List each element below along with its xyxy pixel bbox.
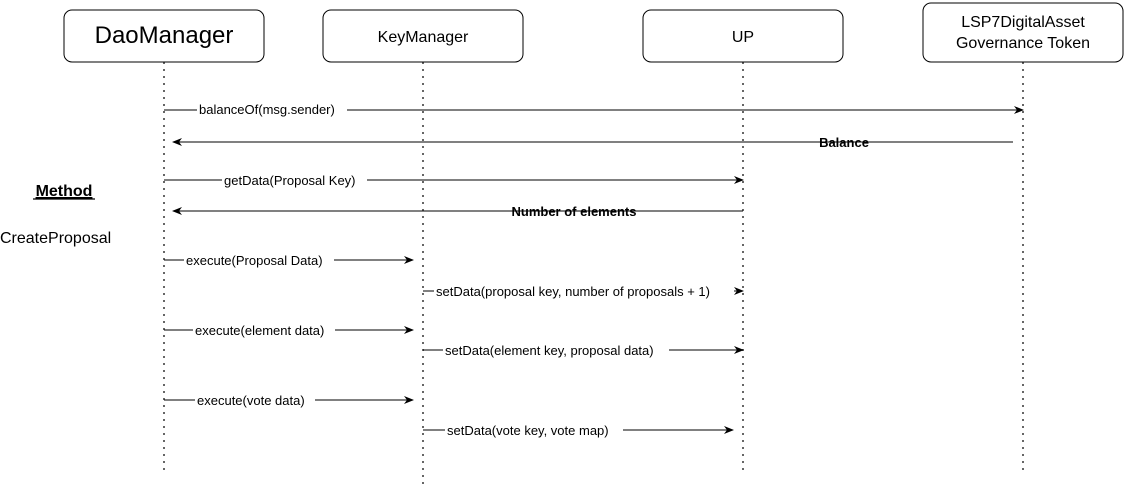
message-balance-of: balanceOf(msg.sender) (164, 101, 1024, 118)
actor-label-up: UP (732, 29, 754, 46)
actor-label-key-manager: KeyManager (378, 29, 469, 46)
message-label: getData(Proposal Key) (224, 173, 356, 188)
actor-label-lsp7-line-2: Governance Token (956, 35, 1090, 52)
message-label: setData(element key, proposal data) (445, 343, 654, 358)
message-label: Balance (819, 135, 869, 150)
method-name: CreateProposal (0, 230, 111, 247)
message-label-bg (222, 171, 367, 188)
actor-dao-manager: DaoManager (63, 9, 265, 475)
message-label: balanceOf(msg.sender) (199, 102, 335, 117)
message-label-bg (197, 101, 347, 118)
message-label: Number of elements (512, 204, 637, 219)
message-get-data: getData(Proposal Key) (164, 171, 744, 188)
message-label-bg (443, 341, 669, 358)
side-note: Method CreateProposal (0, 183, 111, 247)
message-label-bg (193, 321, 335, 338)
message-label: setData(proposal key, number of proposal… (436, 284, 710, 299)
message-balance: Balance (172, 135, 1013, 150)
message-label-bg (195, 391, 315, 408)
actor-box-up (642, 9, 844, 63)
message-execute-proposal-data: execute(Proposal Data) (164, 251, 414, 268)
message-label: execute(vote data) (197, 393, 305, 408)
message-set-data-element-key: setData(element key, proposal data) (423, 341, 744, 358)
method-heading: Method (36, 183, 93, 200)
actor-key-manager: KeyManager (322, 9, 524, 485)
actor-lsp7-governance-token: LSP7DigitalAsset Governance Token (922, 2, 1124, 475)
message-set-data-proposal-key: setData(proposal key, number of proposal… (423, 282, 744, 299)
message-execute-element-data: execute(element data) (164, 321, 414, 338)
actor-label-lsp7-line-1: LSP7DigitalAsset (961, 14, 1085, 31)
actor-box-dao-manager (63, 9, 265, 63)
message-execute-vote-data: execute(vote data) (164, 391, 414, 408)
message-label: execute(element data) (195, 323, 324, 338)
actor-label-dao-manager: DaoManager (95, 22, 234, 49)
message-label: setData(vote key, vote map) (447, 423, 609, 438)
message-label-bg (445, 421, 623, 438)
message-label-bg (434, 282, 734, 299)
message-label: execute(Proposal Data) (186, 253, 323, 268)
message-set-data-vote-key: setData(vote key, vote map) (423, 421, 734, 438)
actor-box-key-manager (322, 9, 524, 63)
actor-box-lsp7-governance-token (922, 2, 1124, 63)
message-number-of-elements: Number of elements (172, 204, 743, 219)
message-label-bg (184, 251, 334, 268)
actor-up: UP (642, 9, 844, 475)
